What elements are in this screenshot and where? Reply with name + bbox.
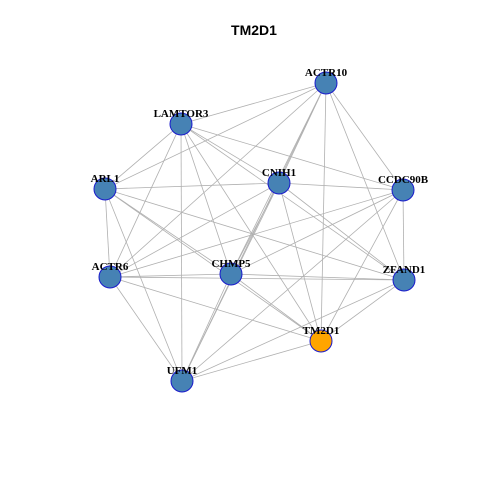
edge-chmp5-zfand1 [230,273,405,281]
edge-cnih1-tm2d1 [278,182,322,342]
node-circle-arl1[interactable] [93,177,117,201]
node-circle-ccdc90b[interactable] [391,178,415,202]
node-circle-zfand1[interactable] [392,268,416,292]
edge-actr10-lamtor3 [180,82,327,125]
edge-arl1-chmp5 [104,188,232,275]
edge-actr10-zfand1 [325,82,405,281]
edge-ccdc90b-actr6 [109,189,404,278]
edge-arl1-cnih1 [104,182,280,190]
node-label-ccdc90b: CCDC90B [378,174,429,186]
edge-lamtor3-chmp5 [180,123,232,275]
node-label-arl1: ARL1 [91,173,120,185]
edge-actr10-ccdc90b [325,82,404,191]
node-label-actr6: ACTR6 [92,261,129,273]
edges-layer [104,82,405,382]
edge-lamtor3-actr6 [109,123,182,278]
edge-lamtor3-arl1 [104,123,182,190]
edge-cnih1-chmp5 [230,182,280,275]
edge-actr10-actr6 [109,82,327,278]
node-label-actr10: ACTR10 [305,67,348,79]
edge-chmp5-ufm1 [181,273,232,382]
node-actr10[interactable]: ACTR10 [305,67,348,95]
node-zfand1[interactable]: ZFAND1 [383,264,426,292]
edge-tm2d1-ufm1 [181,340,322,382]
edge-cnih1-ccdc90b [278,182,404,191]
edge-arl1-actr6 [104,188,111,278]
node-circle-actr10[interactable] [314,71,338,95]
node-label-ufm1: UFM1 [167,365,198,377]
edge-chmp5-tm2d1 [230,273,322,342]
edge-actr6-chmp5 [109,273,232,278]
node-ccdc90b[interactable]: CCDC90B [378,174,429,202]
node-label-lamtor3: LAMTOR3 [154,108,209,120]
node-circle-ufm1[interactable] [170,369,194,393]
node-cnih1[interactable]: CNIH1 [262,167,296,195]
edge-ccdc90b-tm2d1 [320,189,404,342]
edge-lamtor3-cnih1 [180,123,280,184]
node-ufm1[interactable]: UFM1 [167,365,198,393]
node-label-chmp5: CHMP5 [211,258,251,270]
edge-actr10-tm2d1 [320,82,327,342]
edge-actr6-tm2d1 [109,276,322,342]
node-lamtor3[interactable]: LAMTOR3 [154,108,209,136]
edge-actr10-arl1 [104,82,327,190]
node-circle-chmp5[interactable] [219,262,243,286]
edge-zfand1-tm2d1 [320,279,405,342]
node-circle-actr6[interactable] [98,265,122,289]
edge-ccdc90b-chmp5 [230,189,404,275]
node-arl1[interactable]: ARL1 [91,173,120,201]
edge-ccdc90b-zfand1 [402,189,405,281]
node-chmp5[interactable]: CHMP5 [211,258,251,286]
edge-lamtor3-tm2d1 [180,123,322,342]
edge-lamtor3-zfand1 [180,123,405,281]
graph-title: TM2D1 [231,22,277,38]
node-circle-lamtor3[interactable] [169,112,193,136]
edge-cnih1-actr6 [109,182,280,278]
node-label-cnih1: CNIH1 [262,167,296,179]
edge-cnih1-zfand1 [278,182,405,281]
node-tm2d1[interactable]: TM2D1 [303,325,340,353]
node-label-zfand1: ZFAND1 [383,264,426,276]
node-actr6[interactable]: ACTR6 [92,261,129,289]
edge-actr6-ufm1 [109,276,183,382]
node-label-tm2d1: TM2D1 [303,325,340,337]
edge-lamtor3-ufm1 [180,123,183,382]
edge-ccdc90b-ufm1 [181,189,404,382]
node-circle-tm2d1[interactable] [309,329,333,353]
edge-arl1-ufm1 [104,188,183,382]
edge-actr6-zfand1 [109,276,405,281]
edge-lamtor3-ccdc90b [180,123,404,191]
edge-arl1-tm2d1 [104,188,322,342]
edge-zfand1-ufm1 [181,279,405,382]
node-circle-cnih1[interactable] [267,171,291,195]
